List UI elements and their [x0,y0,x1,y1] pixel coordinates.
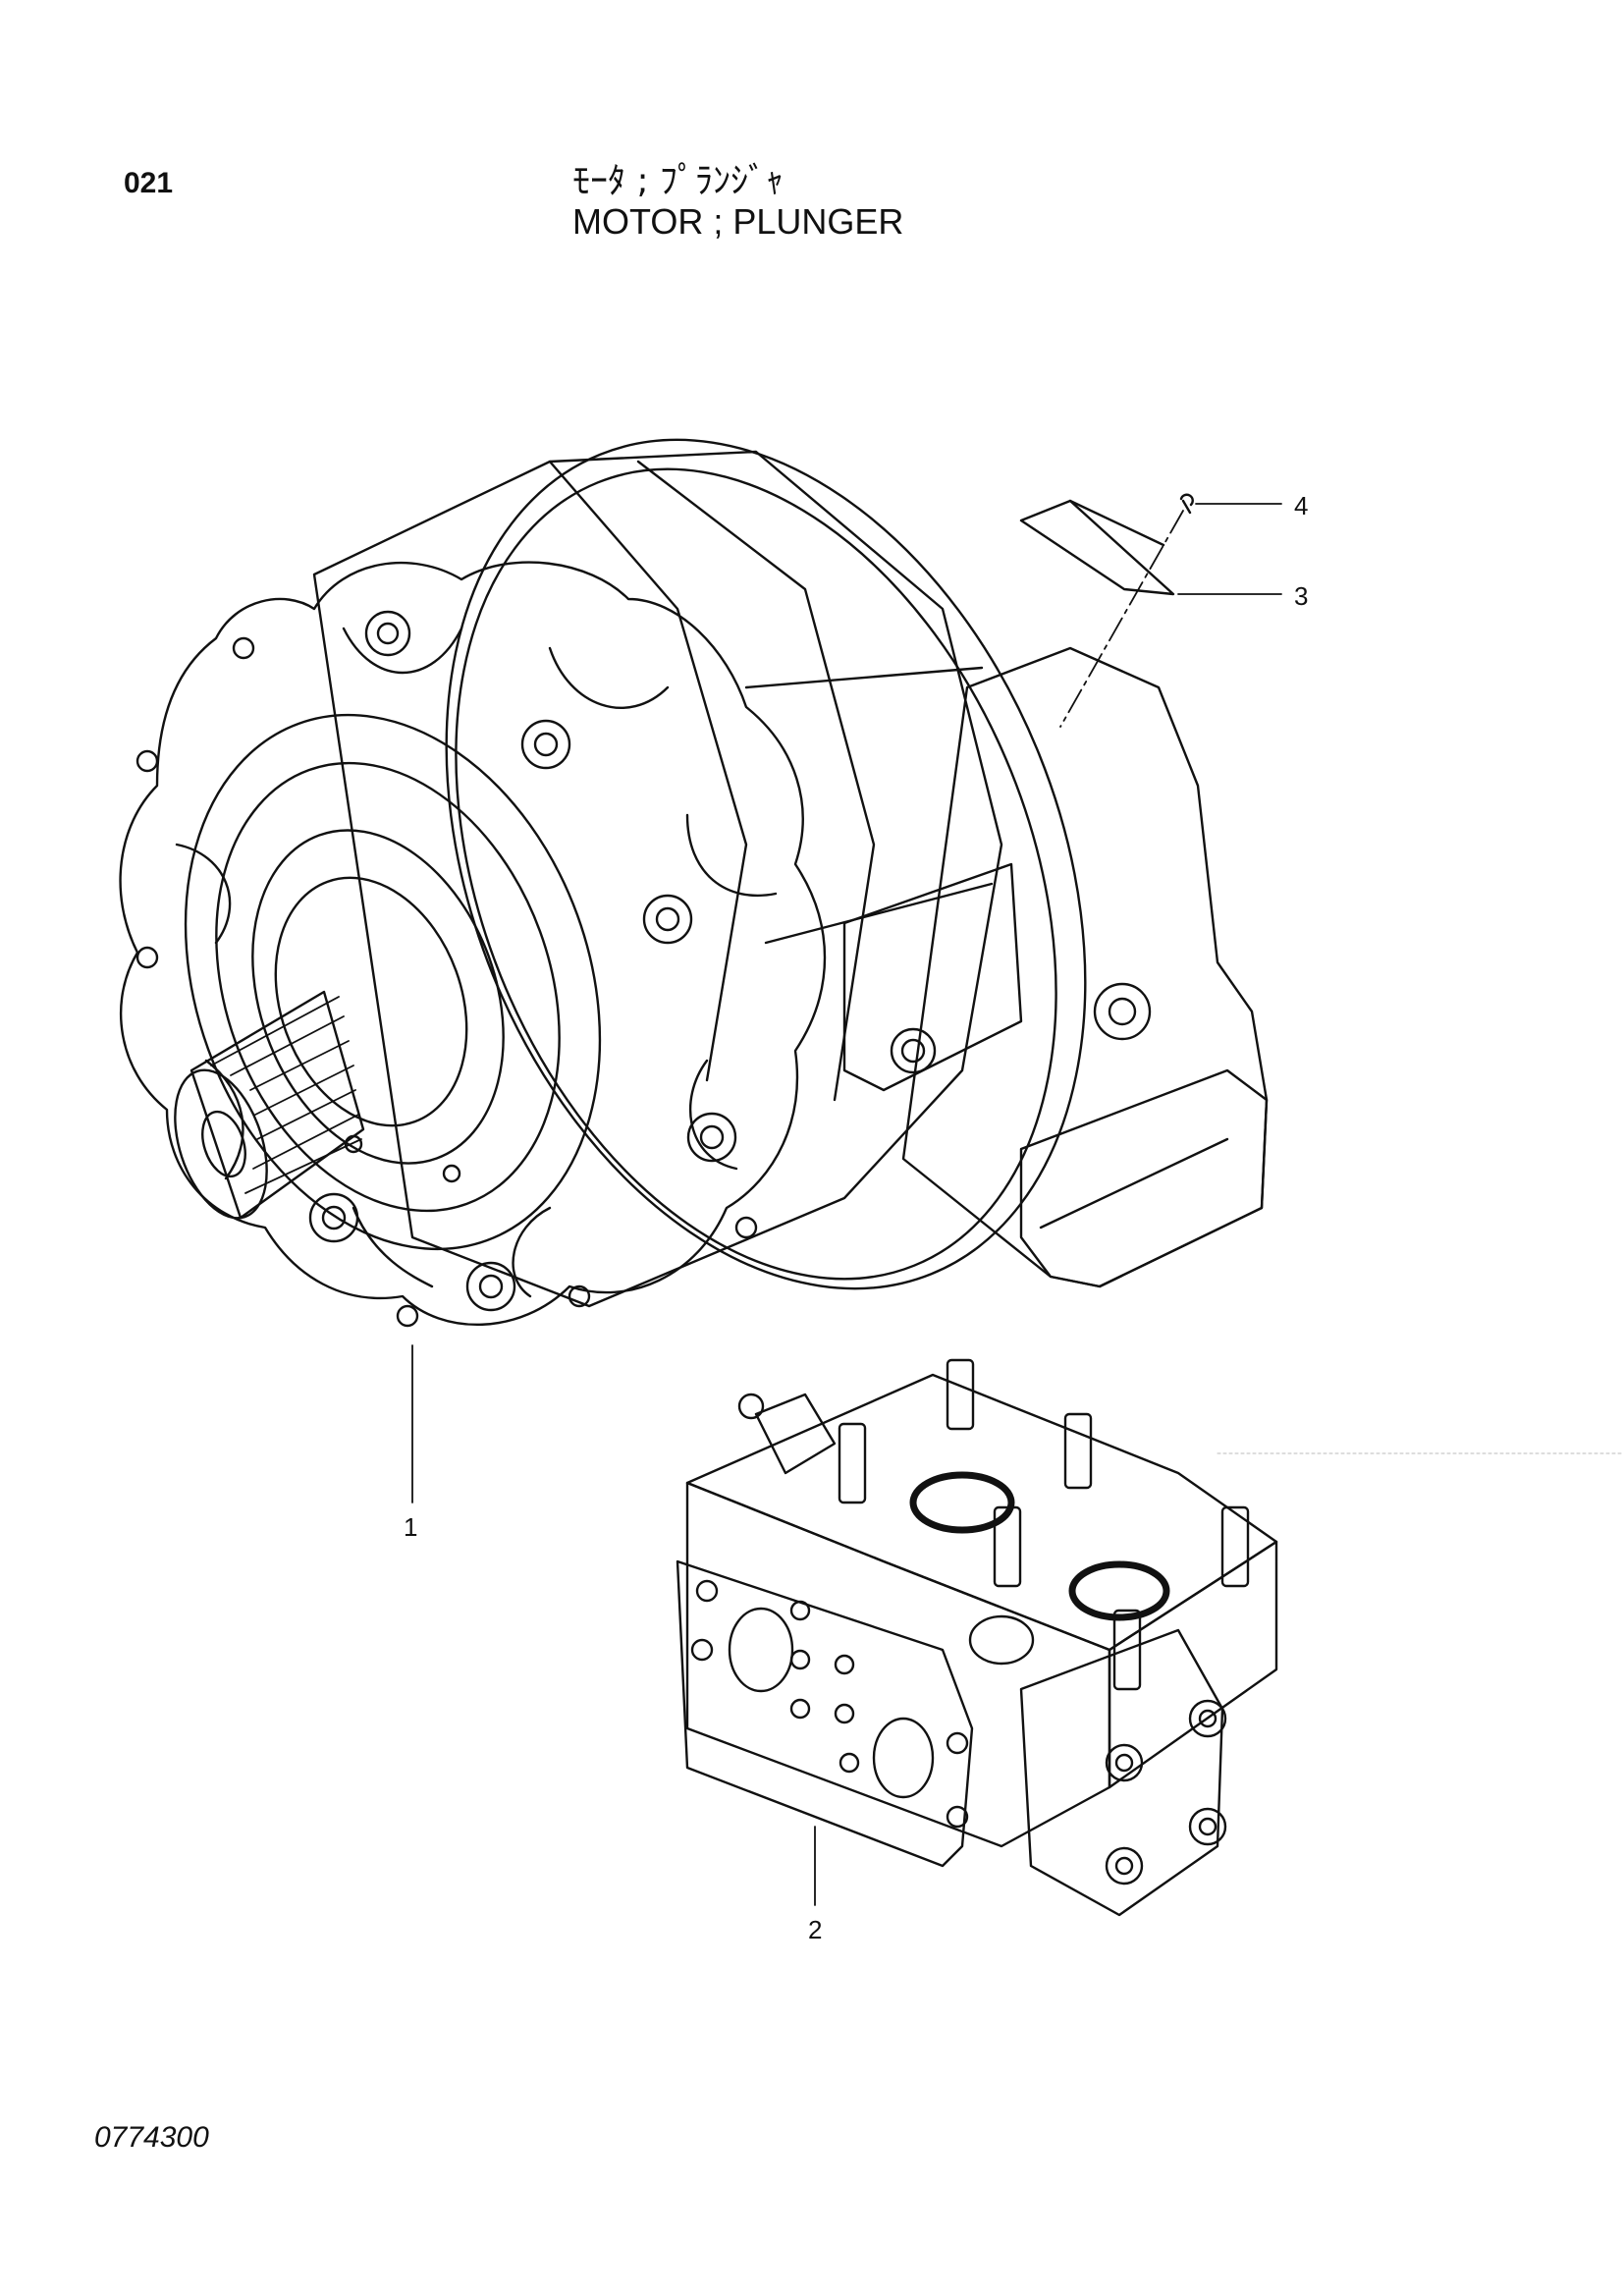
flange-notch-1 [342,627,463,675]
flange-bolt-hole [232,636,255,660]
rear-flange-ring [445,438,1087,1290]
flange-notch-3 [685,813,778,898]
cylinder-line-2 [636,460,876,1102]
flange-bolt-hole [734,1216,758,1239]
flange-bolt-hole [396,1304,419,1328]
nameplate [1019,499,1175,596]
cylinder-line-1 [548,460,748,1082]
cylinder-line-4 [764,882,994,945]
hub-ring-3 [251,829,505,1165]
side-port-boss [842,862,1023,1092]
valve-block-side [1108,1540,1278,1789]
side-cover [1019,1628,1224,1917]
callout-2: 2 [808,1915,823,1944]
mounting-studs [838,1358,1250,1691]
rivet [1179,493,1194,515]
side-cover-bolts [1105,1699,1227,1886]
top-port-oring [909,1471,1015,1534]
relief-valve [754,1393,837,1475]
flange-notch-2 [548,646,670,710]
valve-block-assembly [676,1358,1278,1917]
valve-block-top [685,1373,1278,1652]
callout-3: 3 [1294,581,1309,611]
title-japanese: ﾓｰﾀ ; ﾌﾟﾗﾝｼﾞｬ [572,161,784,201]
flange-notch-8 [175,843,232,945]
flange-bolt-hole [135,946,159,969]
cylinder-line-3 [744,666,984,689]
flange-bolt-hole [568,1285,591,1308]
flange-notch-6 [352,1206,434,1288]
side-port-hole [890,1027,937,1074]
callout-4: 4 [1294,491,1309,520]
motor-base-inner-line [1039,1137,1229,1230]
callout-1: 1 [404,1512,418,1542]
shaft-end-bore [201,1110,246,1178]
top-port-oring [1068,1560,1170,1621]
hub-small-bolt [442,1164,461,1183]
flange-notch-5 [512,1206,552,1298]
flange-notch-7 [204,1059,244,1180]
shaft-end-face [174,1068,268,1220]
plate-holes [690,1579,969,1829]
front-lobed-flange [119,561,827,1327]
base-bolt-head [1093,982,1152,1041]
hub-ring-4 [274,876,468,1127]
hub-ring-outer [184,713,602,1251]
leader-lines [411,503,1623,1906]
nameplate-edge [1068,499,1165,547]
nameplate-assembly [1019,493,1194,728]
shaft-splines [210,996,362,1194]
mounting-plate [676,1559,974,1868]
title-english: MOTOR ; PLUNGER [572,201,904,242]
flange-bolts [308,610,737,1312]
motor-assembly [119,438,1269,1328]
page-number: 021 [124,167,174,199]
motor-cylinder-body [312,450,1003,1308]
flange-bolt-hole [135,749,159,773]
hub-ring-2 [215,761,561,1213]
base-bolt-socket [1108,997,1137,1026]
motor-base-housing [901,646,1269,1288]
spool-plug [968,1614,1035,1666]
output-shaft [189,990,365,1220]
side-port-hole-inner [900,1038,926,1064]
relief-valve-nut [737,1393,765,1420]
motor-base-foot [1019,1068,1269,1288]
assembly-guide-line [1059,510,1184,728]
drawing-code: 0774300 [94,2121,209,2154]
rear-flange-ring-inner [455,467,1057,1281]
